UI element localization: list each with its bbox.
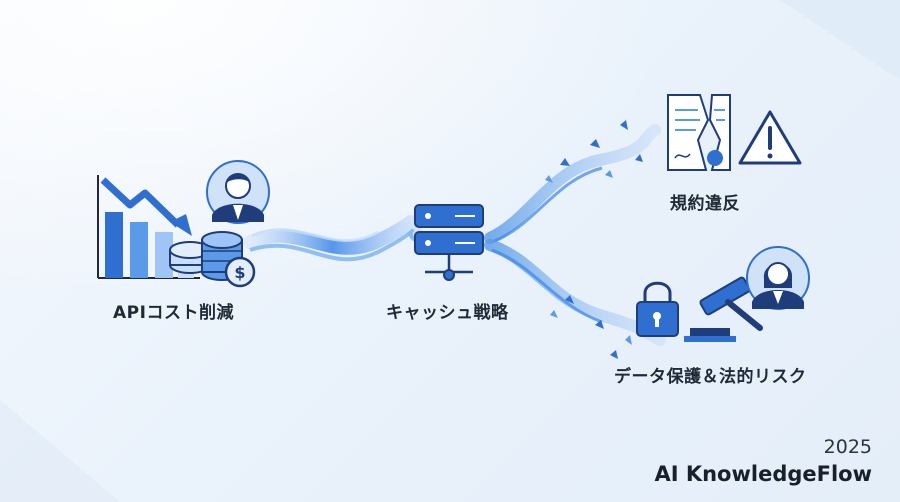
node-label-data-protection: データ保護＆法的リスク [614,367,807,387]
api-cost-illustration: $ [97,160,270,288]
node-label-api-cost: APIコスト削減 [113,303,234,323]
torn-document-icon [667,94,731,171]
dollar-coin-icon: $ [224,256,256,288]
corner-decoration [0,400,120,502]
businessman-avatar-icon [206,160,270,224]
trend-down-arrow-icon [100,177,181,228]
node-label-terms: 規約違反 [670,194,740,214]
businesswoman-avatar-icon [746,246,810,310]
node-label-cache: キャッシュ戦略 [386,303,509,323]
lock-icon [636,281,679,337]
branch-top [484,120,661,244]
flow-wave [243,215,422,262]
branding-name: AI KnowledgeFlow [654,462,872,486]
coins-icon [169,231,243,281]
chart-bar [155,232,173,278]
chart-bar [105,212,123,278]
gavel-icon [684,276,763,342]
server-icon [414,204,484,281]
svg-text:$: $ [234,263,245,282]
warning-icon [738,110,802,165]
chart-bar [130,222,148,278]
corner-decoration [780,0,900,80]
branding-year: 2025 [823,436,872,458]
